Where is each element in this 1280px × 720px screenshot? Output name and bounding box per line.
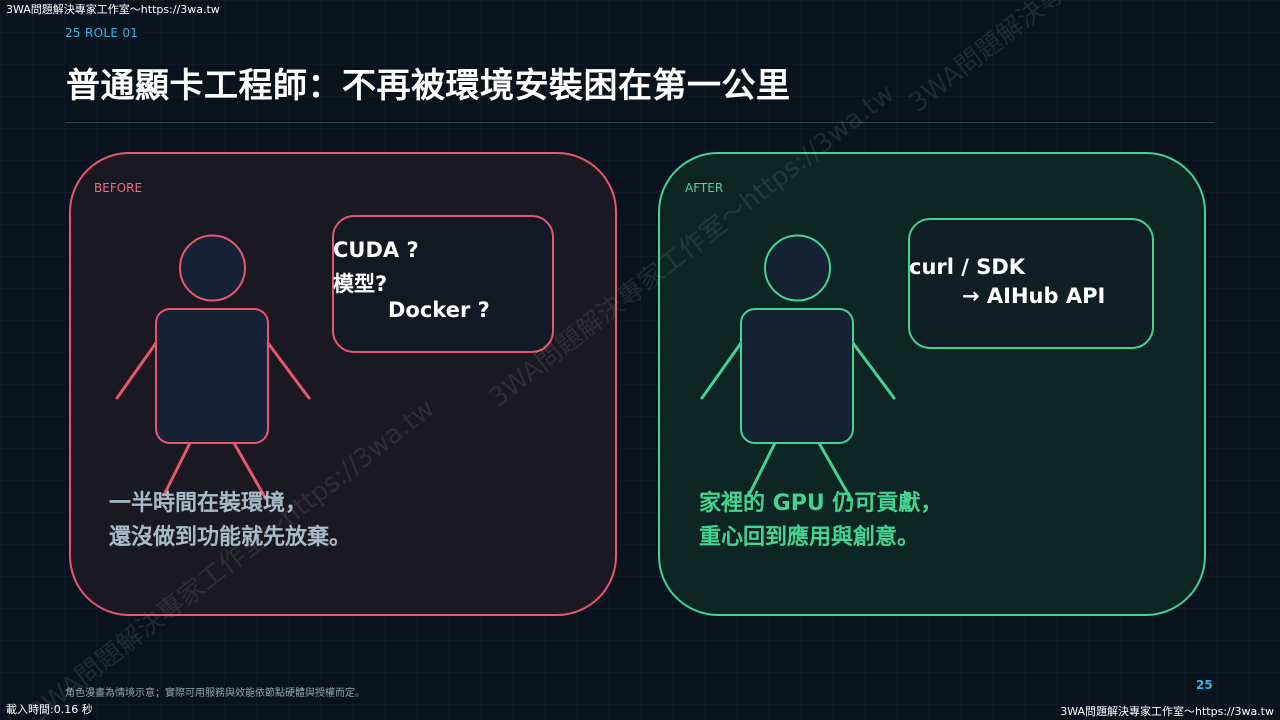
bubble-line-cuda: CUDA ? bbox=[333, 238, 419, 262]
before-tag: BEFORE bbox=[94, 181, 143, 195]
before-thought-bubble bbox=[332, 215, 554, 353]
relaxed-person-figure bbox=[700, 234, 896, 501]
site-bottom-label[interactable]: 3WA問題解決專家工作室～https://3wa.tw bbox=[1060, 705, 1274, 718]
after-caption-line-2: 重心回到應用與創意。 bbox=[699, 525, 920, 550]
page-number: 25 bbox=[1196, 678, 1213, 692]
watermark-text: 3WA問題解決專家工作室～https://3wa.tw bbox=[900, 0, 1280, 119]
page-title: 普通顯卡工程師：不再被環境安裝困在第一公里 bbox=[66, 66, 791, 106]
bubble-line-aihub-api: → AIHub API bbox=[962, 284, 1106, 308]
title-divider bbox=[65, 122, 1215, 123]
after-tag: AFTER bbox=[685, 181, 724, 195]
load-time-label: 載入時間:0.16 秒 bbox=[6, 703, 93, 716]
site-top-label[interactable]: 3WA問題解決專家工作室～https://3wa.tw bbox=[6, 3, 220, 16]
bubble-line-model: 模型? bbox=[333, 272, 388, 296]
after-thought-bubble bbox=[908, 218, 1154, 349]
before-caption: 一半時間在裝環境， 還沒做到功能就先放棄。 bbox=[109, 487, 351, 555]
after-caption-line-1: 家裡的 GPU 仍可貢獻， bbox=[699, 491, 943, 516]
frustrated-person-figure bbox=[115, 234, 311, 501]
bubble-line-curl-sdk: curl / SDK bbox=[909, 255, 1026, 279]
slide-kicker: 25 ROLE 01 bbox=[65, 26, 139, 40]
before-caption-line-2: 還沒做到功能就先放棄。 bbox=[109, 525, 352, 550]
bubble-line-docker: Docker ? bbox=[388, 298, 490, 322]
before-caption-line-1: 一半時間在裝環境， bbox=[109, 491, 308, 516]
after-caption: 家裡的 GPU 仍可貢獻， 重心回到應用與創意。 bbox=[699, 487, 942, 555]
footnote: 角色漫畫為情境示意；實際可用服務與效能依節點硬體與授權而定。 bbox=[65, 688, 365, 699]
